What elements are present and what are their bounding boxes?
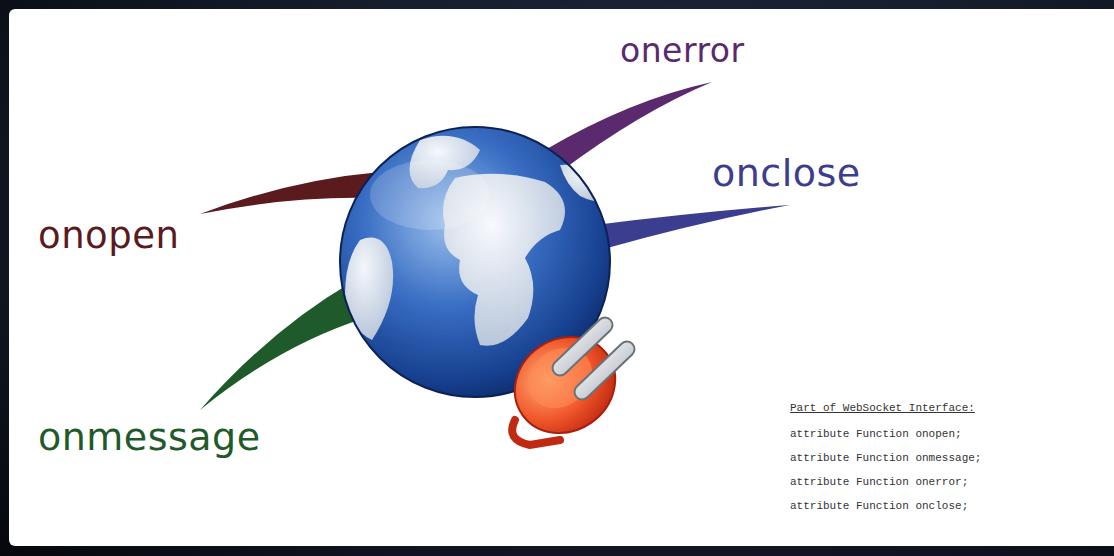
event-label: onerror (620, 32, 745, 70)
onmessage-swoosh (200, 282, 365, 410)
onerror-swoosh (545, 82, 712, 172)
code-heading: Part of WebSocket Interface: (790, 402, 975, 415)
code-line: attribute Function onclose; (790, 500, 968, 513)
code-line: attribute Function onerror; (790, 476, 968, 489)
code-line: attribute Function onmessage; (790, 452, 981, 465)
code-line: attribute Function onopen; (790, 428, 962, 441)
event-label: onclose (712, 152, 861, 196)
plug-icon (496, 317, 634, 452)
event-label: onopen (38, 215, 179, 258)
event-label: onmessage (38, 416, 261, 460)
onclose-swoosh (595, 205, 790, 250)
